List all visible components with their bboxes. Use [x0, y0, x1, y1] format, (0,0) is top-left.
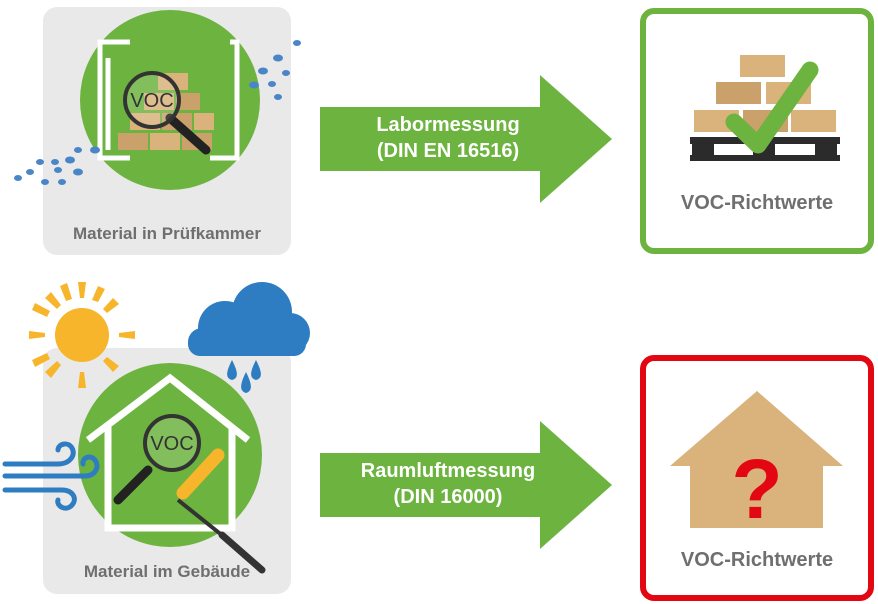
paint-roller-icon [176, 448, 266, 574]
cloud-icon [188, 282, 310, 356]
checkmark-icon [725, 61, 819, 154]
room-arrow-line2: (DIN 16000) [393, 486, 503, 508]
room-arrow-text: Raumluftmessung (DIN 16000) [333, 458, 563, 510]
magnifier-label: VOC [130, 90, 173, 112]
room-arrow-line1: Raumluftmessung [360, 460, 536, 482]
wooden-house-icon [670, 391, 843, 528]
house-icon [85, 373, 251, 532]
lab-arrow-text: Labormessung (DIN EN 16516) [333, 112, 563, 164]
chamber-caption: Material in Prüfkammer [72, 224, 261, 243]
lab-arrow-line1: Labormessung [376, 114, 520, 136]
building-caption: Material im Gebäude [83, 562, 251, 581]
question-mark-icon: ? [731, 442, 782, 536]
chamber-icon [97, 39, 240, 161]
lab-arrow-line2: (DIN EN 16516) [376, 140, 520, 162]
sun-icon [29, 282, 135, 388]
voc-emission-dots [14, 40, 301, 185]
magnifier-icon [123, 71, 211, 155]
magnifier-icon-2 [113, 414, 201, 505]
result-label-room: VOC-Richtwerte [680, 549, 834, 571]
lab-arrow [320, 75, 612, 203]
magnifier-label-2: VOC [150, 433, 193, 455]
wind-icon [2, 441, 100, 511]
room-arrow [320, 421, 612, 549]
result-label-lab: VOC-Richtwerte [680, 192, 834, 214]
